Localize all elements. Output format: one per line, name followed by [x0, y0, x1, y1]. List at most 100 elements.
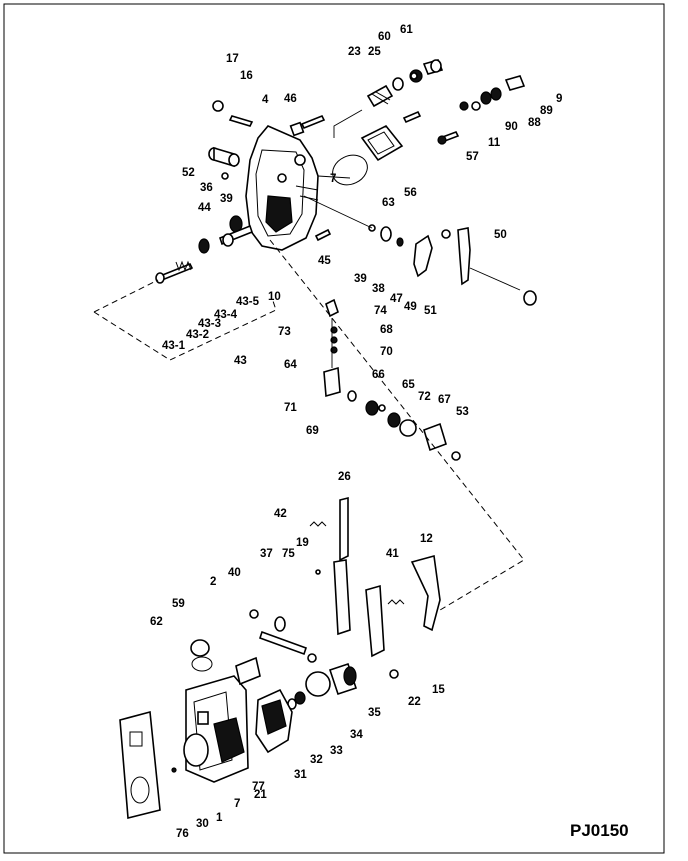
part-label: 57	[466, 151, 479, 163]
part-label: 21	[254, 789, 267, 801]
lever-arm	[333, 559, 351, 636]
pin	[228, 115, 254, 127]
part-label: 64	[284, 359, 297, 371]
small-bolts	[402, 101, 469, 145]
part-label: 71	[284, 402, 297, 414]
cover-plate	[332, 124, 404, 186]
part-label: 38	[372, 283, 385, 295]
part-label: 39	[354, 273, 367, 285]
part-label: 53	[456, 406, 469, 418]
part-label: 16	[240, 70, 253, 82]
part-label: 37	[260, 548, 273, 560]
part-label: 9	[556, 93, 562, 105]
nut	[212, 100, 224, 112]
part-label: 68	[380, 324, 393, 336]
part-label: 49	[404, 301, 417, 313]
part-label: 15	[432, 684, 445, 696]
lever-26	[339, 496, 349, 562]
link	[323, 366, 341, 398]
part-label: 41	[386, 548, 399, 560]
bolt	[289, 114, 326, 137]
bolt-head	[523, 290, 537, 306]
spring	[309, 521, 327, 527]
part-label: 44	[198, 202, 211, 214]
o-ring-62	[191, 656, 213, 672]
part-label: 46	[284, 93, 297, 105]
part-label: 2	[210, 576, 216, 588]
part-label: 47	[390, 293, 403, 305]
group-bracket	[93, 279, 277, 361]
part-label: 35	[368, 707, 381, 719]
part-label: 76	[176, 828, 189, 840]
part-label: 7	[234, 798, 240, 810]
part-label: 43	[234, 355, 247, 367]
sleeve-assembly	[305, 662, 358, 697]
pin-19	[315, 569, 321, 575]
part-label: 43-3	[198, 318, 221, 330]
part-label: 73	[278, 326, 291, 338]
adjusting-screw	[366, 84, 394, 108]
shaft-assembly	[249, 609, 317, 663]
part-label: 43-2	[186, 329, 209, 341]
pin-22	[389, 669, 399, 679]
part-label: 66	[372, 369, 385, 381]
lever-15	[365, 584, 385, 658]
part-label: 43-1	[162, 340, 186, 352]
control-lever	[457, 227, 471, 286]
part-label: 25	[368, 46, 381, 58]
flyweight-holder	[255, 688, 293, 754]
part-label: 22	[408, 696, 421, 708]
part-label: 69	[306, 425, 319, 437]
lock-nut-set	[392, 59, 444, 91]
part-label: 39	[220, 193, 233, 205]
part-label: 65	[402, 379, 415, 391]
part-label: 72	[418, 391, 431, 403]
part-label: 67	[438, 394, 451, 406]
part-label: 4	[262, 94, 269, 106]
governor-housing	[245, 125, 319, 251]
part-label: 19	[296, 537, 309, 549]
part-label: 70	[380, 346, 393, 358]
washer	[441, 229, 451, 239]
drawing-code: PJ0150	[570, 821, 629, 840]
part-label: 60	[378, 31, 391, 43]
cap-59	[190, 639, 210, 657]
part-label: 43-4	[214, 309, 238, 321]
part-label: 17	[226, 53, 239, 65]
part-label: 23	[348, 46, 361, 58]
part-label: 34	[350, 729, 363, 741]
part-label: 10	[268, 291, 281, 303]
part-label: 12	[420, 533, 433, 545]
cap-nut-set	[471, 75, 526, 111]
part-label: 59	[172, 598, 185, 610]
washer-33	[294, 691, 306, 705]
part-label: 75	[282, 548, 295, 560]
part-label: 77	[252, 781, 265, 793]
part-label: 42	[274, 508, 287, 520]
part-label: 1	[216, 812, 223, 824]
leader-lines	[469, 267, 521, 291]
part-label: 62	[150, 616, 163, 628]
assembly-connector	[269, 239, 525, 617]
part-label: 56	[404, 187, 417, 199]
lever-12	[410, 554, 441, 632]
part-label: 88	[528, 117, 541, 129]
part-label: 74	[374, 305, 387, 317]
part-label: 63	[382, 197, 395, 209]
part-label: 33	[330, 745, 343, 757]
part-label: 43-5	[236, 296, 260, 308]
part-label: 52	[182, 167, 195, 179]
part-label: 36	[200, 182, 213, 194]
part-label: 89	[540, 105, 553, 117]
link-pins	[325, 298, 339, 354]
part-label: 50	[494, 229, 507, 241]
gasket	[119, 710, 161, 820]
part-label: 61	[400, 24, 413, 36]
adjusting-bolt-set	[155, 224, 253, 284]
part-label: 11	[488, 137, 501, 149]
lower-assembly	[119, 496, 441, 820]
leader-lines	[317, 109, 363, 179]
screw-30	[171, 767, 177, 773]
